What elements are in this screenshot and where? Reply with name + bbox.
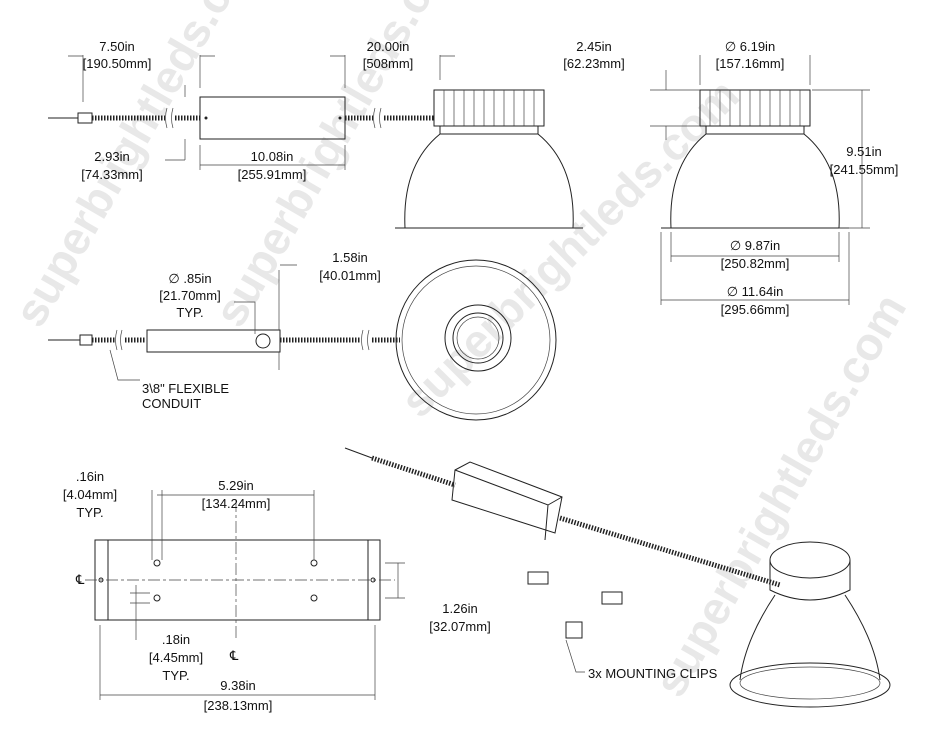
dimension-label: [134.24mm] <box>202 496 271 511</box>
dimension-label: [40.01mm] <box>319 268 380 283</box>
dimension-label: [255.91mm] <box>238 167 307 182</box>
dimension-label: TYP. <box>76 505 103 520</box>
dimension-label: ∅ 6.19in <box>725 39 775 54</box>
iso-heatsink <box>769 541 851 579</box>
dimension-label: CONDUIT <box>142 396 201 411</box>
knockout <box>255 333 271 349</box>
dimension-label: superbrightleds.com <box>644 285 917 705</box>
top-view: ∅ .85in [21.70mm] TYP. 1.58in [40.01mm] … <box>48 250 557 421</box>
fixture-bottom <box>395 259 557 421</box>
dimension-label: 3x MOUNTING CLIPS <box>588 666 718 681</box>
dimension-label: 20.00in <box>367 39 410 54</box>
dimension-label: [4.45mm] <box>149 650 203 665</box>
dimension-label: TYP. <box>176 305 203 320</box>
dimension-label: [32.07mm] <box>429 619 490 634</box>
dimension-label: [238.13mm] <box>204 698 273 713</box>
dimension-label: [508mm] <box>363 56 414 71</box>
dimension-label: [4.04mm] <box>63 487 117 502</box>
dimension-label: ∅ 9.87in <box>730 238 780 253</box>
dimension-label: ∅ 11.64in <box>727 284 784 299</box>
heatsink <box>433 89 545 127</box>
mounting-clips <box>527 571 623 639</box>
dimension-label: 2.45in <box>576 39 611 54</box>
dimension-label: ℄ <box>229 648 239 663</box>
side-view: 7.50in [190.50mm] 20.00in [508mm] 2.93in… <box>48 39 583 229</box>
dimension-label: [241.55mm] <box>830 162 899 177</box>
dimension-label: [74.33mm] <box>81 167 142 182</box>
fixture-side-view: 2.45in [62.23mm] ∅ 6.19in [157.16mm] 9.5… <box>563 39 898 317</box>
driver-plate-view: ℄ ℄ .16in [4.04mm] TYP. 5.29in [134.24mm… <box>63 469 491 713</box>
dimension-label: TYP. <box>162 668 189 683</box>
dimension-label: [250.82mm] <box>721 256 790 271</box>
watermark: superbrightleds.com superbrightleds.com … <box>4 0 917 705</box>
dimension-label: .16in <box>76 469 104 484</box>
dimension-label: ℄ <box>75 572 85 587</box>
dimension-label: 2.93in <box>94 149 129 164</box>
dimension-label: .18in <box>162 632 190 647</box>
dimension-label: 10.08in <box>251 149 294 164</box>
dimension-label: 9.51in <box>846 144 881 159</box>
dimension-label: 7.50in <box>99 39 134 54</box>
dimension-label: 1.26in <box>442 601 477 616</box>
dimension-label: ∅ .85in <box>168 271 211 286</box>
dimension-label: [21.70mm] <box>159 288 220 303</box>
dimension-label: [157.16mm] <box>716 56 785 71</box>
driver-top <box>146 329 281 353</box>
dimension-label: [190.50mm] <box>83 56 152 71</box>
isometric-view: 3x MOUNTING CLIPS <box>344 447 891 708</box>
dimension-label: 1.58in <box>332 250 367 265</box>
dimension-label: [62.23mm] <box>563 56 624 71</box>
dimension-label: 5.29in <box>218 478 253 493</box>
dimension-label: 3\8" FLEXIBLE <box>142 381 229 396</box>
dimension-label: [295.66mm] <box>721 302 790 317</box>
dimension-label: 9.38in <box>220 678 255 693</box>
